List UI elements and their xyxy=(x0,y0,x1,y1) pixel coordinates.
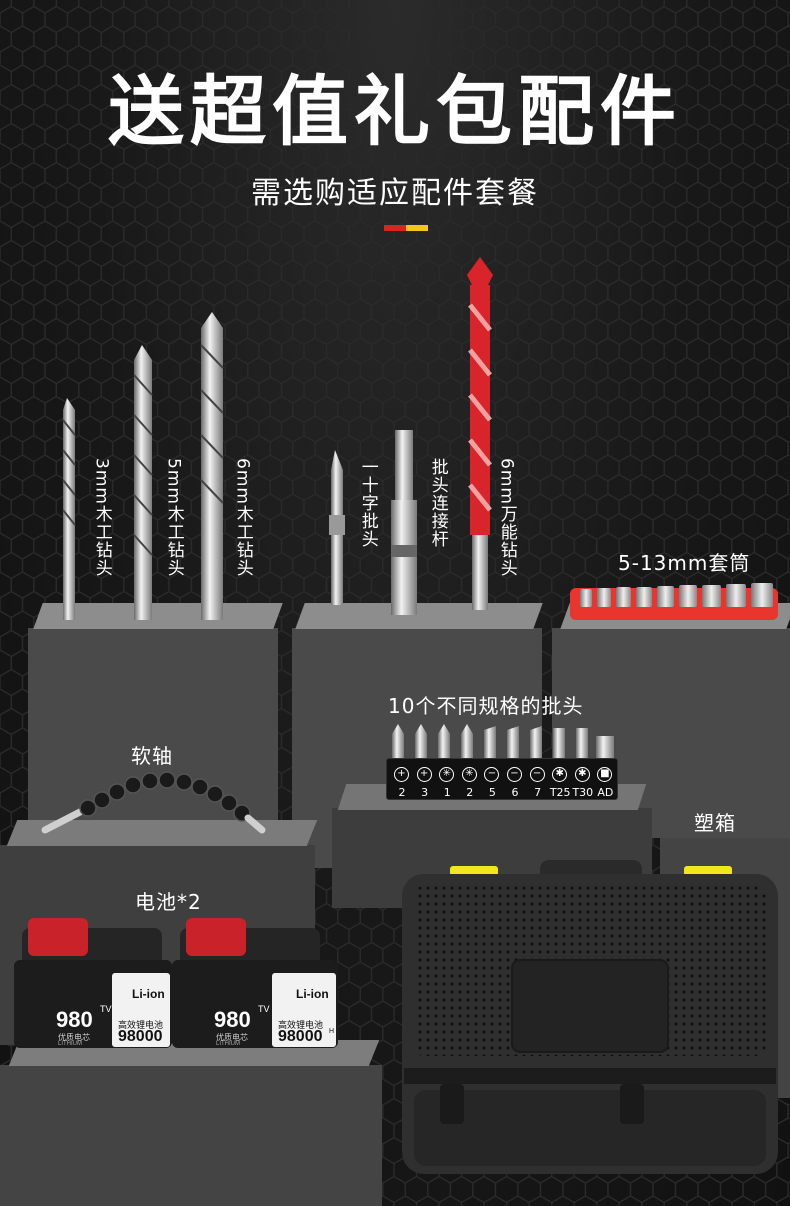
battery-pack-1: 980 TV 优质电芯 LITHIUM Li-ion 高效锂电池 98000 xyxy=(14,918,172,1048)
drill-bit-6mm-icon xyxy=(200,312,224,620)
battery-capacity: 98000 xyxy=(118,1028,163,1045)
bit-tips-graphic xyxy=(392,724,614,758)
pozidriv-icon: ✳ xyxy=(439,767,455,782)
slotted-icon: − xyxy=(507,767,522,782)
bit-set-label: 10个不同规格的批头 xyxy=(388,694,584,718)
socket-icon xyxy=(597,588,611,607)
bit-slot: ✳1 xyxy=(436,759,458,801)
drill-bit-5mm-icon xyxy=(133,345,153,620)
socket-icon xyxy=(751,583,773,607)
battery-brand-cn: 优质电芯 xyxy=(216,1033,248,1042)
torx-icon: ✱ xyxy=(552,767,568,782)
pozidriv-icon: ✳ xyxy=(461,767,477,782)
bit-slot: −6 xyxy=(504,759,526,801)
battery-label: 电池*2 xyxy=(135,890,202,914)
battery-red-cap xyxy=(186,918,246,956)
battery-pack-2: 980 TV 优质电芯 LITHIUM Li-ion 高效锂电池 98000 H xyxy=(172,918,338,1048)
battery-chem: Li-ion xyxy=(132,987,165,1001)
battery-desc: 高效锂电池 xyxy=(278,1020,324,1030)
bit-slot: ■ AD xyxy=(594,759,616,801)
socket-icon xyxy=(726,584,746,607)
battery-capacity-suffix: H xyxy=(329,1028,335,1035)
tool-case-icon xyxy=(402,860,778,1174)
bit-slot: ✳2 xyxy=(459,759,481,801)
socket-row xyxy=(580,583,780,609)
battery-brand-cn: 优质电芯 xyxy=(58,1033,90,1042)
phillips-bit-icon xyxy=(329,450,345,605)
battery-chem: Li-ion xyxy=(296,987,329,1001)
bit-slot: −5 xyxy=(481,759,503,801)
flex-shaft-label: 软轴 xyxy=(131,744,173,768)
bit-size-label: 1 xyxy=(443,786,451,799)
drill-bit-5mm-label: 5mm木工钻头 xyxy=(163,458,184,577)
battery-white-panel xyxy=(112,973,170,1047)
masonry-bit-label: 6mm万能钻头 xyxy=(496,458,517,577)
battery-model: 980 xyxy=(214,1007,251,1032)
bit-size-label: T25 xyxy=(549,786,571,799)
bit-slot: +3 xyxy=(414,759,436,801)
socket-icon xyxy=(657,586,674,607)
slotted-icon: − xyxy=(529,767,545,782)
socket-icon xyxy=(580,589,592,607)
socket-icon xyxy=(679,585,697,607)
socket-set-label: 5-13mm套筒 xyxy=(618,551,751,575)
socket-icon xyxy=(702,585,721,607)
bit-size-label: 7 xyxy=(534,786,542,799)
battery-brand-en: LITHIUM xyxy=(216,1041,240,1047)
screw-bits-graphic xyxy=(329,430,417,615)
bit-size-label: T30 xyxy=(572,786,594,799)
socket-icon xyxy=(636,587,652,607)
slotted-icon: − xyxy=(484,767,500,782)
drill-bit-6mm-label: 6mm木工钻头 xyxy=(232,458,253,577)
bit-slot: ✱ T25 xyxy=(549,759,571,801)
accent-bar-red xyxy=(384,225,406,231)
phillips-icon: + xyxy=(394,767,409,782)
accent-bar-yellow xyxy=(406,225,428,231)
page-subtitle: 需选购适应配件套餐 xyxy=(251,176,539,211)
bit-slot: −7 xyxy=(527,759,549,801)
bit-holder: +2+3✳1✳2−5−6−7✱T25✱T30■AD xyxy=(386,758,618,800)
battery-model-suffix: TV xyxy=(100,1004,112,1014)
battery-desc: 高效锂电池 xyxy=(118,1020,164,1030)
drill-bit-3mm-icon xyxy=(62,398,76,620)
bit-extension-rod-icon xyxy=(391,430,417,615)
battery-model: 980 xyxy=(56,1007,93,1032)
phillips-icon: + xyxy=(416,767,432,782)
battery-white-panel xyxy=(272,973,336,1047)
bit-size-label: 2 xyxy=(398,786,406,799)
socket-icon xyxy=(616,587,631,607)
bit-slot: +2 xyxy=(391,759,413,801)
drill-bit-3mm-label: 3mm木工钻头 xyxy=(91,458,112,577)
masonry-bit-icon xyxy=(467,257,493,610)
battery-model-suffix: TV xyxy=(258,1004,270,1014)
flex-shaft-icon xyxy=(41,771,266,834)
battery-brand-en: LITHIUM xyxy=(58,1041,82,1047)
pedestal-battery xyxy=(0,1065,382,1206)
bit-slot: ✱ T30 xyxy=(572,759,594,801)
bit-size-label: 5 xyxy=(488,786,496,799)
adapter-icon: ■ xyxy=(597,767,613,782)
bit-size-label: 3 xyxy=(421,786,429,799)
bit-size-label: AD xyxy=(597,786,614,799)
bit-size-label: 2 xyxy=(466,786,474,799)
torx-icon: ✱ xyxy=(574,767,590,782)
bit-size-label: 6 xyxy=(511,786,519,799)
drill-bits-graphic xyxy=(62,312,224,620)
phillips-bit-label: 一十字批头 xyxy=(357,458,378,548)
case-label: 塑箱 xyxy=(694,811,736,835)
battery-capacity: 98000 xyxy=(278,1028,323,1045)
page-title: 送超值礼包配件 xyxy=(108,67,682,156)
battery-red-cap xyxy=(28,918,88,956)
bit-extension-rod-label: 批头连接杆 xyxy=(427,458,448,548)
